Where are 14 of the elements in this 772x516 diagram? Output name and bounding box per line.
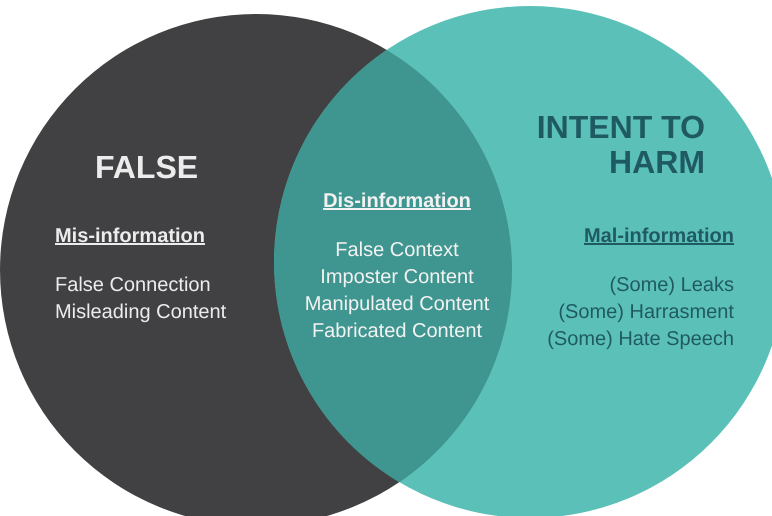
circle-title: FALSE <box>95 150 198 186</box>
category-heading: Mal-information <box>584 225 734 247</box>
example-item: (Some) Leaks <box>610 274 734 296</box>
example-item: False Connection <box>55 274 211 296</box>
category-heading: Mis-information <box>55 225 205 247</box>
category-heading: Dis-information <box>323 190 471 212</box>
example-item: (Some) Hate Speech <box>547 328 734 350</box>
example-item: False Context <box>335 238 459 261</box>
example-item: Fabricated Content <box>312 320 482 342</box>
example-item: Misleading Content <box>55 301 226 323</box>
circle-title: INTENT TO HARM <box>536 110 705 180</box>
example-item: (Some) Harrasment <box>558 301 734 323</box>
example-item: Manipulated Content <box>304 292 490 315</box>
example-item: Imposter Content <box>320 266 474 288</box>
